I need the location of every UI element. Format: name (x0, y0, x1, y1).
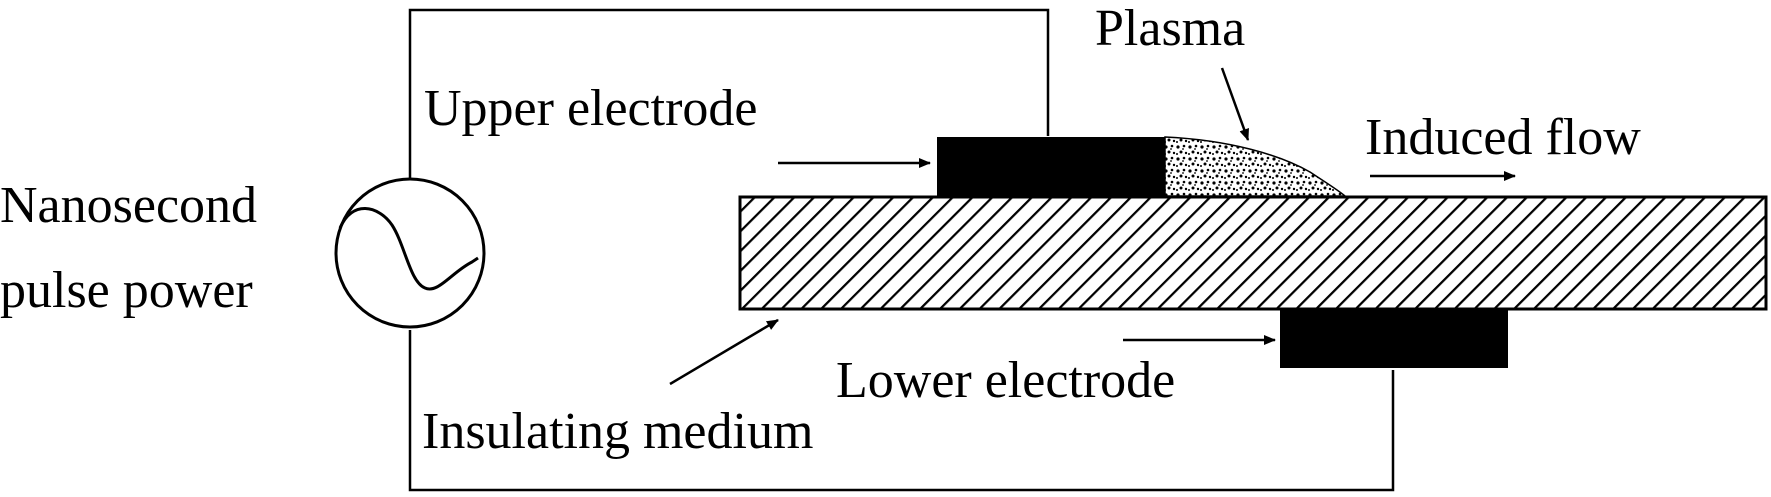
lower-electrode (1280, 310, 1508, 368)
power-source-label-line2: pulse power (0, 262, 253, 319)
power-source-label-line1: Nanosecond (0, 177, 257, 234)
upper-electrode (937, 137, 1165, 196)
power-source-icon (334, 177, 486, 329)
induced-flow-label: Induced flow (1365, 109, 1641, 166)
plasma-region (1164, 136, 1348, 197)
insulating-medium-arrow (669, 318, 779, 386)
lower-electrode-label: Lower electrode (836, 352, 1175, 409)
circuit-wires (408, 8, 1395, 492)
upper-wire (408, 8, 1050, 178)
plasma-pointer-arrow (1220, 67, 1250, 141)
upper-electrode-label: Upper electrode (424, 80, 757, 137)
lower-wire (408, 330, 1395, 492)
insulating-medium-label: Insulating medium (422, 403, 813, 460)
insulating-medium (738, 195, 1768, 311)
plasma-label: Plasma (1095, 0, 1245, 57)
arrows (669, 67, 1516, 386)
